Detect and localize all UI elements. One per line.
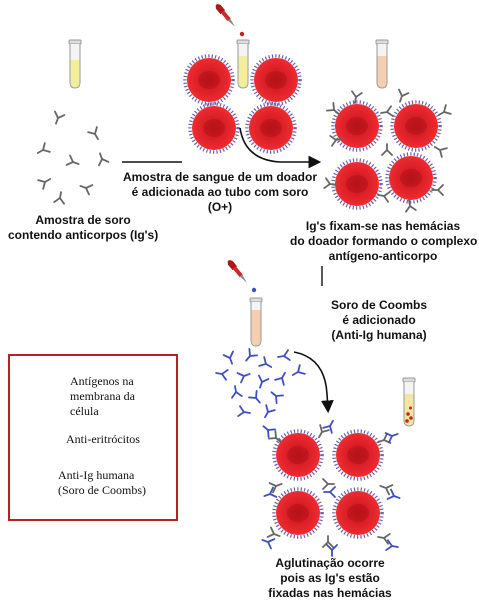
coombs-added-label: Soro de Coombs é adicionado (Anti-Ig hum… [330, 298, 427, 342]
igs-fix-label: Ig's fixam-se nas hemácias do doador for… [290, 219, 478, 263]
legend-anti-erythrocyte-label: Anti-eritrócitos [66, 432, 140, 446]
serum-tube-icon-2 [236, 39, 250, 89]
donor-blood-added-label: Amostra de sangue de um doador é adicion… [122, 170, 318, 214]
pink-tube-icon [375, 39, 389, 89]
dropper-icon [214, 2, 238, 29]
agglutination-tube-icon [402, 377, 416, 427]
arrow-icon-4 [293, 351, 334, 414]
serum-tube-icon [68, 39, 82, 89]
sensitized-red-cells [323, 88, 452, 213]
agglutinated-red-cells [259, 417, 403, 557]
dropper-icon-2 [226, 258, 250, 285]
legend-anti-ig-label: Anti-Ig humana (Soro de Coombs) [58, 468, 146, 497]
blood-drop-icon [239, 31, 245, 37]
serum-antibodies [34, 110, 110, 205]
reagent-drop-icon [251, 287, 257, 293]
anti-ig-molecules [214, 348, 306, 421]
agglutination-label: Aglutinação ocorre pois as Ig's estão fi… [268, 556, 392, 600]
pink-tube-icon-2 [249, 297, 263, 347]
legend [8, 354, 178, 521]
legend-antigens-label: Antígenos na membrana da célula [70, 374, 135, 418]
arrow-icon [239, 127, 322, 169]
serum-sample-label: Amostra de soro contendo anticorpos (Ig'… [8, 213, 159, 242]
